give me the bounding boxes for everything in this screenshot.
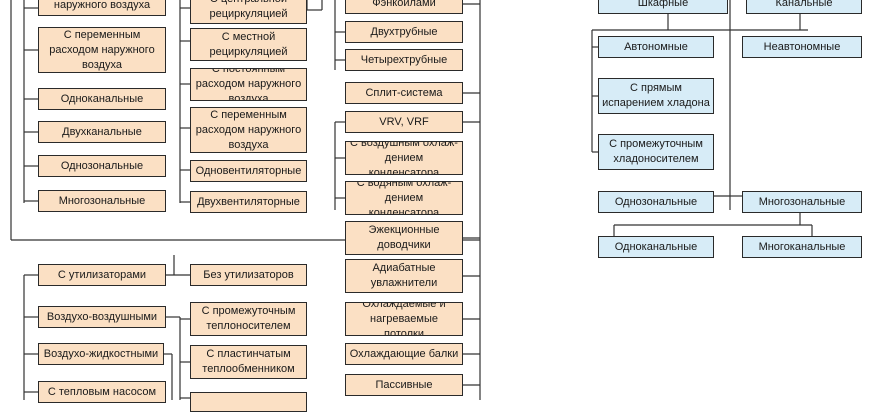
node-intermediate-coolant: С промежуточным теплоносителем	[190, 302, 307, 336]
node-heat-pump: С тепловым насосом	[38, 381, 166, 403]
node-dual-fan: Двухвентиляторные	[190, 191, 307, 213]
node-autonomous: Автономные	[598, 36, 714, 58]
node-right-multi-channel: Многоканальные	[742, 236, 862, 258]
node-single-zone: Однозональные	[38, 155, 166, 177]
node-single-fan: Одновентиляторные	[190, 160, 307, 182]
node-split-system: Сплит-система	[345, 82, 463, 104]
node-single-duct: Одноканальные	[38, 88, 166, 110]
node-central-recirculation: С центральной рециркуляцией	[190, 0, 307, 24]
node-with-recuperators: С утилизаторами	[38, 264, 166, 286]
node-air-to-liquid: Воздухо-жидкостными	[38, 343, 164, 365]
node-air-cooled-condenser: С воздушным охлаж-дением конденсатора	[345, 141, 463, 175]
node-cutoff-bottom	[190, 392, 307, 412]
node-chilled-ceilings: Охлаждаемые и нагреваемые потолки	[345, 302, 463, 336]
node-water-cooled-condenser: С водяным охлаж-дением конденсатора	[345, 181, 463, 215]
node-vrv-vrf: VRV, VRF	[345, 111, 463, 133]
node-two-pipe: Двухтрубные	[345, 21, 463, 43]
node-right-single-zone: Однозональные	[598, 191, 714, 213]
node-local-recirculation: С местной рециркуляцией	[190, 28, 307, 61]
node-non-autonomous: Неавтономные	[742, 36, 862, 58]
node-chilled-beams: Охлаждающие балки	[345, 343, 463, 365]
node-induction-units: Эжекционные доводчики	[345, 221, 463, 255]
node-constant-outdoor-air: С постоянным расходом наружного воздуха	[190, 68, 307, 101]
node-outdoor-air: наружного воздуха	[38, 0, 166, 16]
node-adiabatic-humidifiers: Адиабатные увлажнители	[345, 259, 463, 293]
node-intermediate-refrigerant: С промежуточным хладоносителем	[598, 134, 714, 170]
node-direct-expansion: С прямым испарением хладона	[598, 78, 714, 114]
node-without-recuperators: Без утилизаторов	[190, 264, 307, 286]
node-air-to-air: Воздухо-воздушными	[38, 306, 166, 328]
node-ducted: Канальные	[746, 0, 862, 14]
node-passive: Пассивные	[345, 374, 463, 396]
node-fan-coils: Фэнкойлами	[345, 0, 463, 14]
node-multi-zone: Многозональные	[38, 190, 166, 212]
node-plate-exchanger: С пластинчатым теплообменником	[190, 345, 307, 379]
node-dual-duct: Двухканальные	[38, 121, 166, 143]
hvac-classification-diagram: наружного воздуха С переменным расходом …	[10, 0, 862, 412]
node-right-multi-zone: Многозональные	[742, 191, 862, 213]
node-four-pipe: Четырехтрубные	[345, 49, 463, 71]
node-right-single-channel: Одноканальные	[598, 236, 714, 258]
node-variable-outdoor-air: С переменным расходом наружного воздуха	[38, 27, 166, 73]
node-cabinet: Шкафные	[598, 0, 728, 14]
node-variable-outdoor-air-2: С переменным расходом наружного воздуха	[190, 107, 307, 153]
